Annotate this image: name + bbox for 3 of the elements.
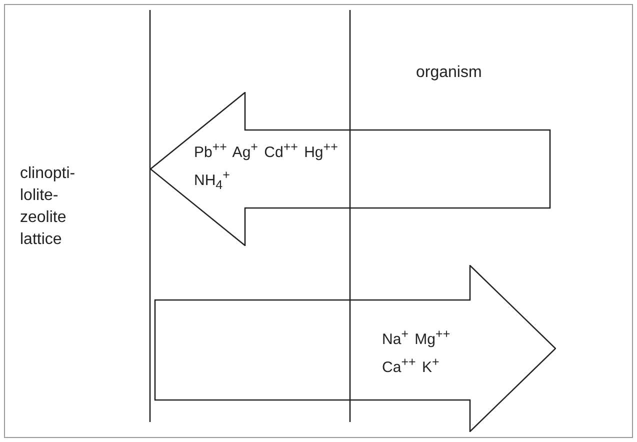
region-label: clinopti- lolite- zeolite lattice bbox=[20, 164, 76, 250]
region-label: organism bbox=[416, 63, 483, 83]
ion-list: Na$^{+}$ Mg$^{++}$ Ca$^{++}$ K$^{+}$ bbox=[382, 323, 487, 379]
